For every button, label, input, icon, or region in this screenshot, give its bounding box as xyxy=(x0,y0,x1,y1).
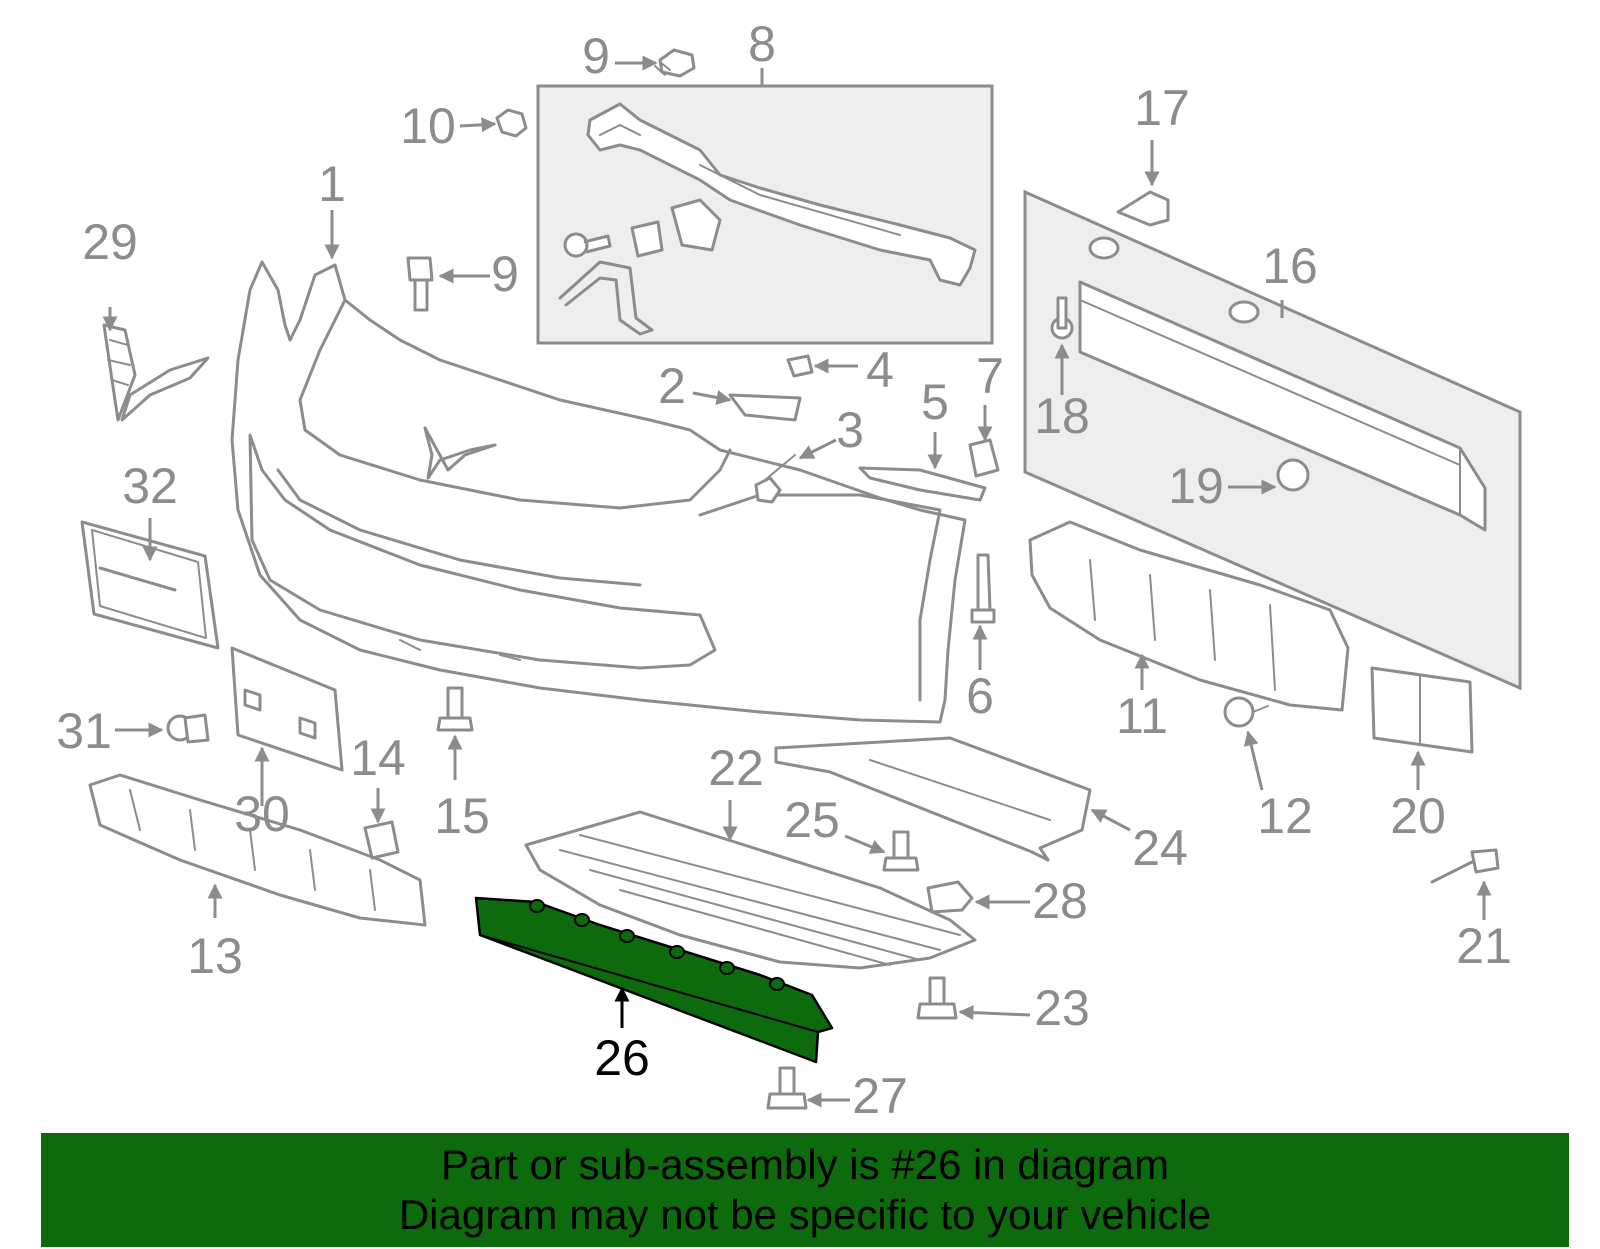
callout-24: 24 xyxy=(1132,820,1188,876)
fascia-grille-opening xyxy=(276,468,642,587)
part-9-bolt-a xyxy=(654,48,696,78)
callout-9b: 9 xyxy=(491,246,519,302)
fascia-corvette-emblem xyxy=(423,426,497,480)
part-14-clip xyxy=(363,820,400,860)
part-5-bracket xyxy=(858,466,987,502)
part-28-nut xyxy=(926,880,974,914)
part-29-emblem xyxy=(102,323,210,422)
part-22-shield xyxy=(524,810,977,970)
part-4-nut xyxy=(786,354,814,378)
callout-5: 5 xyxy=(921,374,949,430)
callout-13: 13 xyxy=(187,928,243,984)
callout-23: 23 xyxy=(1034,980,1090,1036)
part-8-clip-a xyxy=(630,220,664,258)
part-8-bracket xyxy=(586,102,977,287)
callout-15: 15 xyxy=(434,788,490,844)
part-20-bracket xyxy=(1370,666,1474,754)
callout-4: 4 xyxy=(866,342,894,398)
part-31-pushpin xyxy=(166,713,210,744)
part-21-rivet xyxy=(1430,848,1500,884)
part-1-fascia xyxy=(230,260,967,724)
callout-32: 32 xyxy=(122,458,178,514)
callout-7: 7 xyxy=(976,348,1004,404)
part-13-absorber xyxy=(88,773,427,927)
part-11-absorber xyxy=(1028,520,1350,712)
callout-29: 29 xyxy=(82,214,138,270)
callout-30: 30 xyxy=(234,786,290,842)
part-16-inset xyxy=(1023,189,1522,691)
part-27-bolt xyxy=(766,1066,808,1110)
banner-line-1: Part or sub-assembly is #26 in diagram xyxy=(440,1141,1170,1188)
callout-17: 17 xyxy=(1134,80,1190,136)
part-15-bolt xyxy=(436,686,474,732)
part-26-deflector-highlighted xyxy=(474,896,834,1064)
part-30-mount xyxy=(230,646,344,772)
callout-labels: 1 2 3 4 5 6 7 8 9 9 10 11 12 13 14 15 16… xyxy=(56,16,1512,1124)
part-info-banner: Part or sub-assembly is #26 in diagram D… xyxy=(41,1133,1569,1247)
callout-2: 2 xyxy=(658,358,686,414)
callout-10: 10 xyxy=(400,98,456,154)
callout-21: 21 xyxy=(1456,918,1512,974)
part-32-plate-bracket xyxy=(80,520,220,650)
part-8-clip-b xyxy=(670,198,722,252)
callout-3: 3 xyxy=(836,402,864,458)
callout-8: 8 xyxy=(748,16,776,72)
callout-28: 28 xyxy=(1032,873,1088,929)
callout-26: 26 xyxy=(594,1030,650,1086)
callout-19: 19 xyxy=(1168,458,1224,514)
part-10-nut xyxy=(495,108,528,138)
part-23-bolt xyxy=(916,976,958,1020)
callout-14: 14 xyxy=(350,730,406,786)
part-9-bolt-b xyxy=(406,256,434,312)
callout-9a: 9 xyxy=(582,28,610,84)
callout-12: 12 xyxy=(1257,788,1313,844)
part-8-inset xyxy=(536,84,994,345)
banner-line-2: Diagram may not be specific to your vehi… xyxy=(398,1191,1212,1238)
leader-lines xyxy=(102,55,1492,1108)
part-17-bracket xyxy=(1116,190,1170,227)
callout-25: 25 xyxy=(784,792,840,848)
part-7-clip xyxy=(968,438,1000,478)
callout-22: 22 xyxy=(708,740,764,796)
part-6-stud xyxy=(970,553,996,624)
part-8-strap xyxy=(558,260,654,336)
callout-27: 27 xyxy=(852,1068,908,1124)
part-12-retainer xyxy=(1223,696,1269,728)
part-3-bolt xyxy=(754,454,796,504)
callout-20: 20 xyxy=(1390,788,1446,844)
callout-11: 11 xyxy=(1116,688,1168,744)
fascia-hood-edge xyxy=(298,298,732,510)
callout-31: 31 xyxy=(56,703,112,759)
part-8-bolt xyxy=(563,232,612,258)
callout-6: 6 xyxy=(966,668,994,724)
part-2-bracket xyxy=(728,393,802,422)
callout-1: 1 xyxy=(318,156,346,212)
fascia-inner-contour xyxy=(248,433,717,670)
callout-16: 16 xyxy=(1262,238,1318,294)
part-24-deflector xyxy=(774,736,1092,862)
callout-18: 18 xyxy=(1034,388,1090,444)
part-25-bolt xyxy=(882,830,920,872)
